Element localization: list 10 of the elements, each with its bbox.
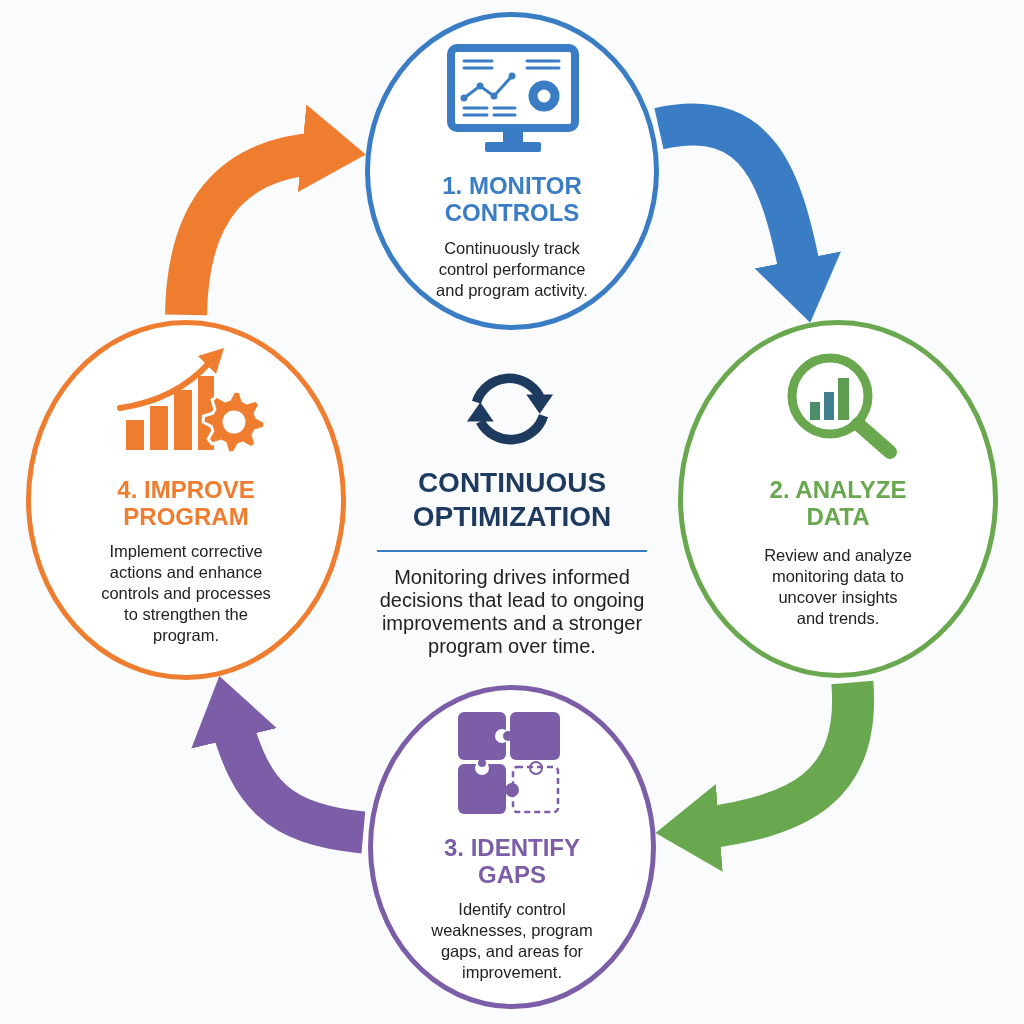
step-description: Review and analyze monitoring data to uncover insights and trends.: [763, 545, 913, 629]
center-title: CONTINUOUS OPTIMIZATION: [411, 466, 613, 534]
step-title: 3. IDENTIFY GAPS: [443, 834, 581, 888]
step-title: 2. ANALYZE DATA: [768, 476, 908, 530]
step-title: 4. IMPROVE PROGRAM: [116, 476, 256, 530]
step-description: Implement corrective actions and enhance controls and processes to strengthen the program.: [100, 541, 272, 646]
step-description: Identify control weaknesses, program gaps, and areas for improvement.: [430, 899, 594, 983]
step-title: 1. MONITOR CONTROLS: [441, 172, 583, 226]
center-description: Monitoring drives informed decisions that lead to ongoing improvements and a stronger program over time.: [378, 566, 646, 658]
step-description: Continuously track control performance and program activity.: [435, 238, 589, 301]
